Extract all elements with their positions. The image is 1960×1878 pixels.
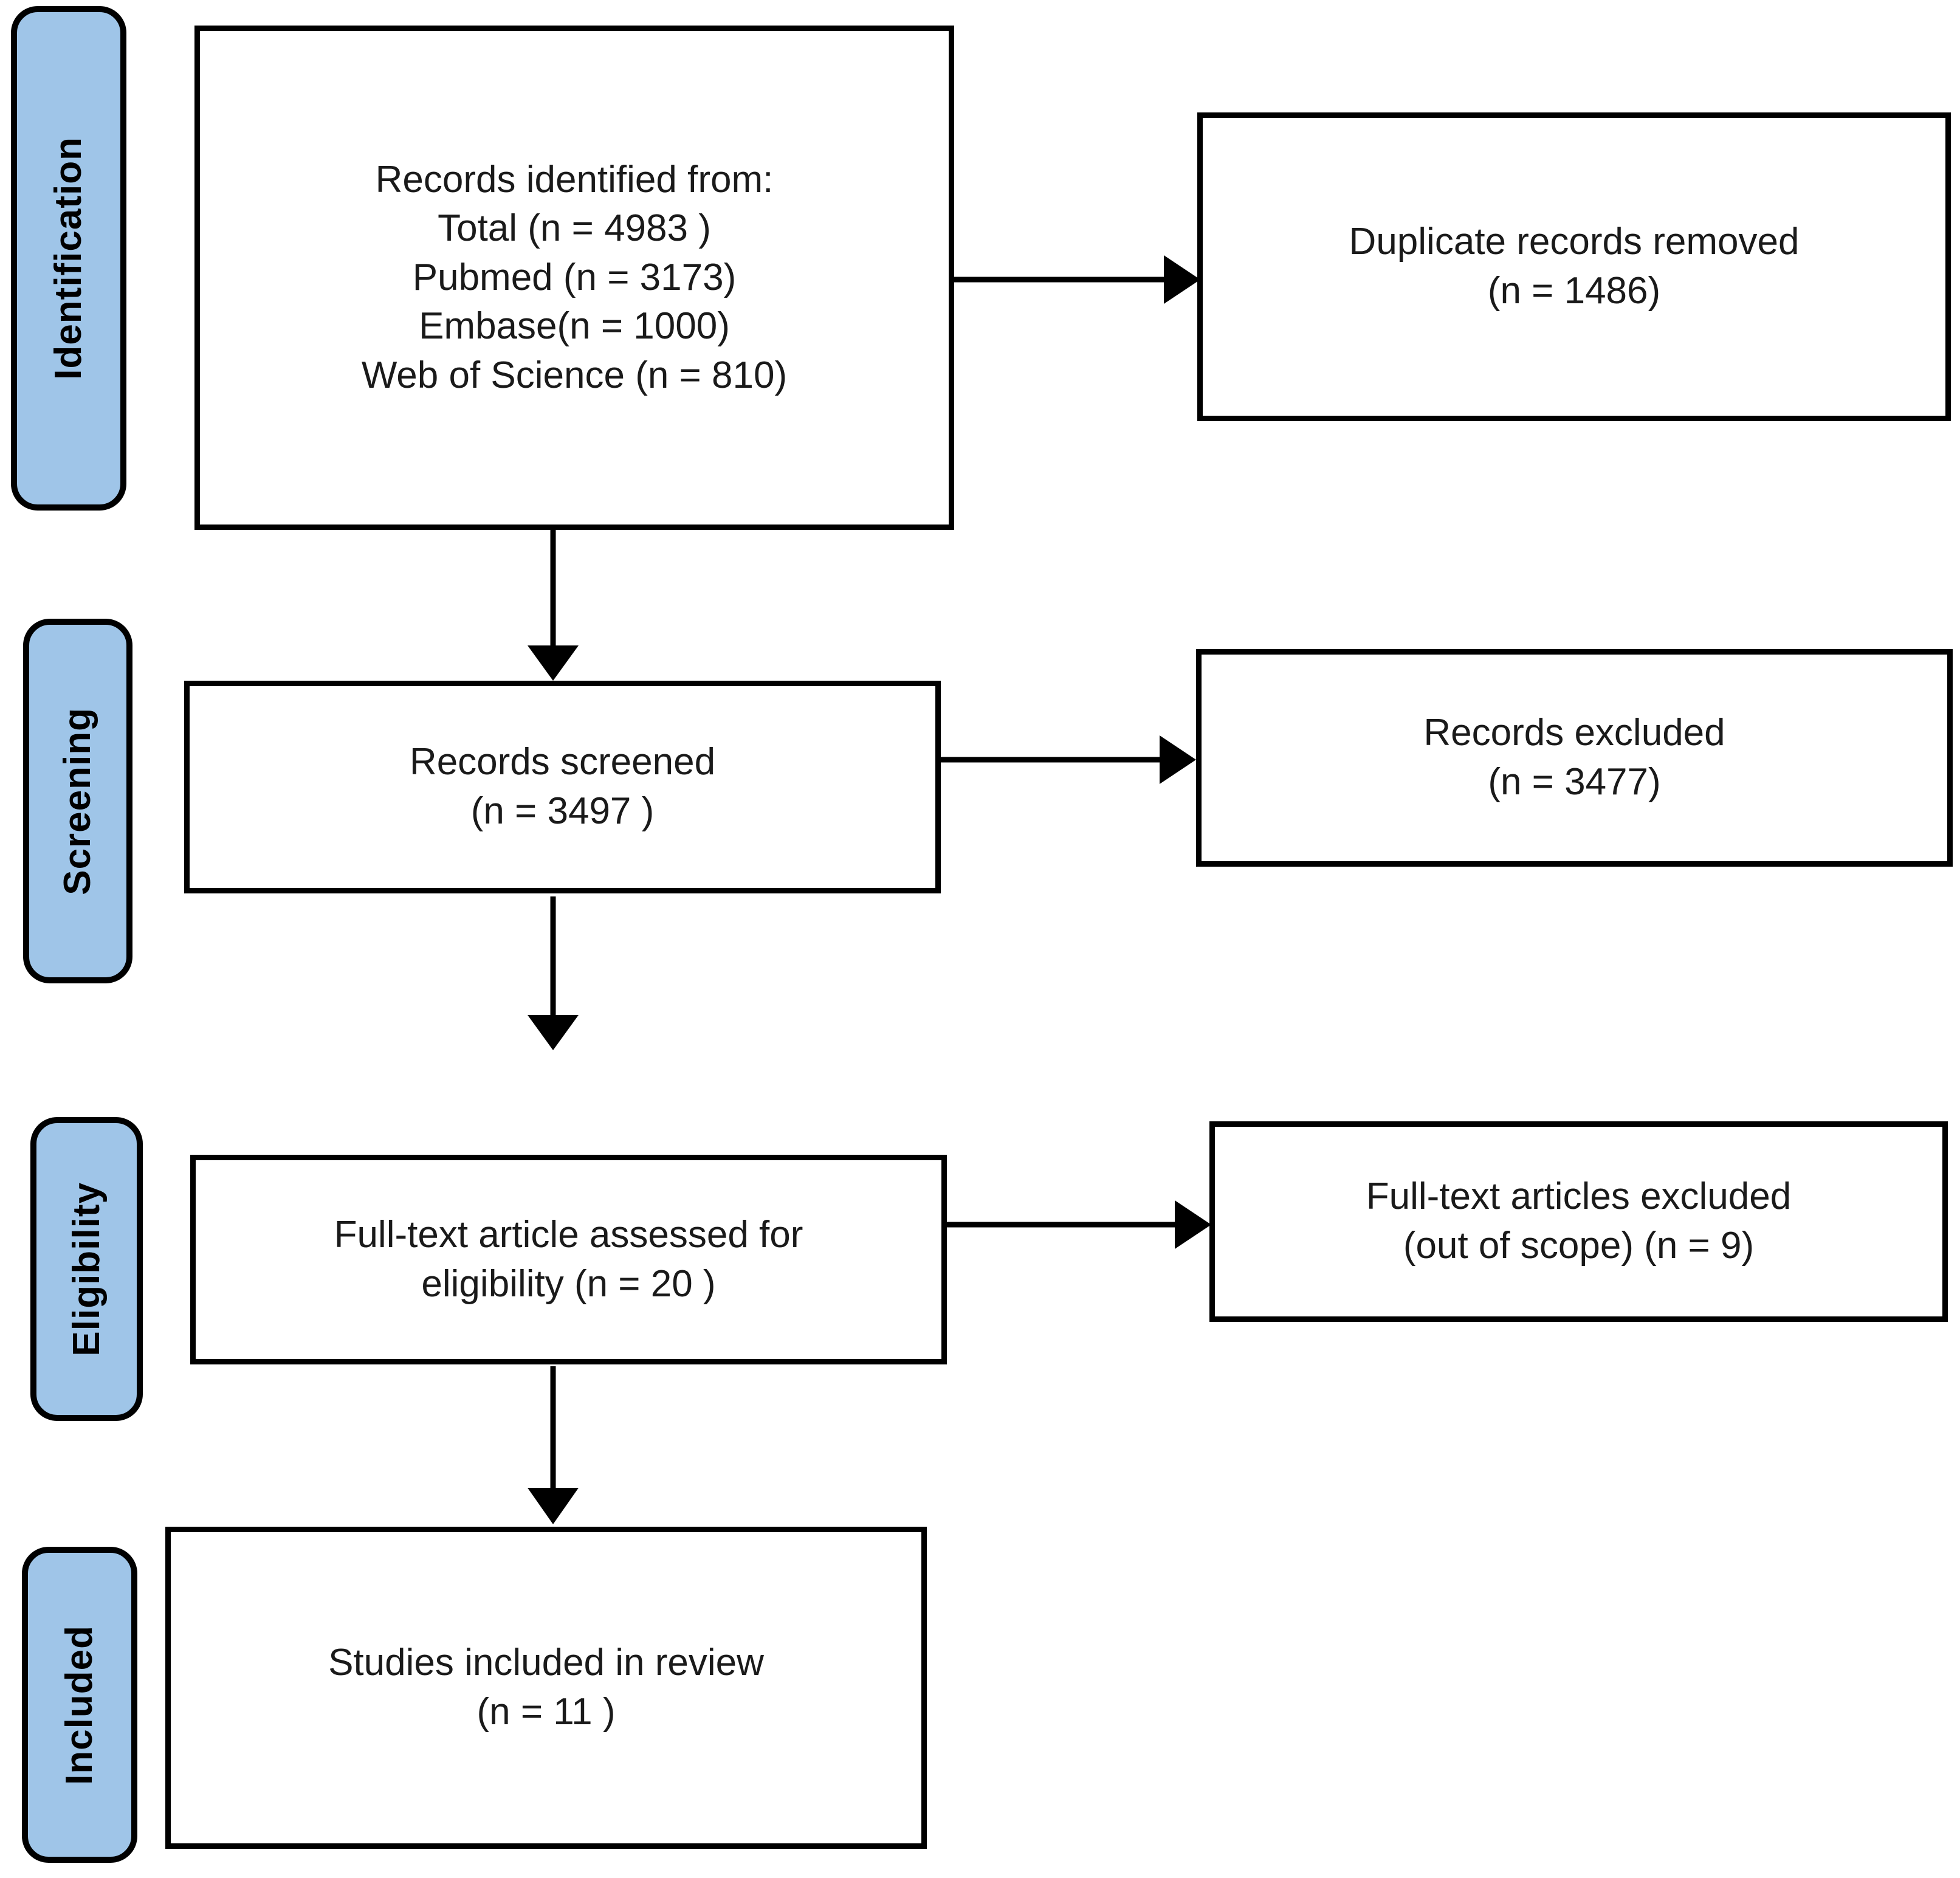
arrow-fulltext-to-excluded — [947, 1188, 1214, 1261]
stage-tab-identification-label: Identification — [47, 137, 89, 380]
stage-tab-screening: Screening — [23, 619, 132, 983]
arrow-screened-to-fulltext — [517, 896, 590, 1051]
stage-tab-included: Included — [22, 1547, 137, 1863]
box-records-screened-text: Records screened (n = 3497 ) — [409, 741, 716, 832]
box-fulltext-excluded-text: Full-text articles excluded (out of scop… — [1366, 1175, 1792, 1267]
box-fulltext-excluded: Full-text articles excluded (out of scop… — [1209, 1121, 1948, 1322]
arrow-screened-to-excluded — [941, 723, 1199, 796]
box-records-identified: Records identified from: Total (n = 4983… — [194, 26, 954, 530]
box-records-excluded-text: Records excluded (n = 3477) — [1423, 712, 1725, 803]
arrow-identified-to-duplicates — [954, 243, 1203, 316]
box-records-identified-text: Records identified from: Total (n = 4983… — [361, 158, 788, 396]
box-duplicates-removed: Duplicate records removed (n = 1486) — [1197, 112, 1951, 421]
stage-tab-included-label: Included — [58, 1625, 100, 1785]
box-records-screened: Records screened (n = 3497 ) — [184, 681, 941, 893]
arrow-identified-to-screened — [517, 530, 590, 682]
box-fulltext-assessed: Full-text article assessed for eligibili… — [190, 1155, 947, 1364]
box-studies-included-text: Studies included in review (n = 11 ) — [328, 1642, 764, 1733]
box-duplicates-removed-text: Duplicate records removed (n = 1486) — [1349, 221, 1800, 312]
stage-tab-eligibility: Eligibility — [30, 1117, 143, 1421]
stage-tab-screening-label: Screening — [57, 707, 98, 895]
box-fulltext-assessed-text: Full-text article assessed for eligibili… — [334, 1213, 803, 1305]
box-records-excluded: Records excluded (n = 3477) — [1196, 649, 1953, 867]
arrow-fulltext-to-included — [517, 1366, 590, 1525]
stage-tab-identification: Identification — [11, 6, 126, 511]
box-studies-included: Studies included in review (n = 11 ) — [165, 1527, 927, 1849]
stage-tab-eligibility-label: Eligibility — [65, 1181, 108, 1357]
